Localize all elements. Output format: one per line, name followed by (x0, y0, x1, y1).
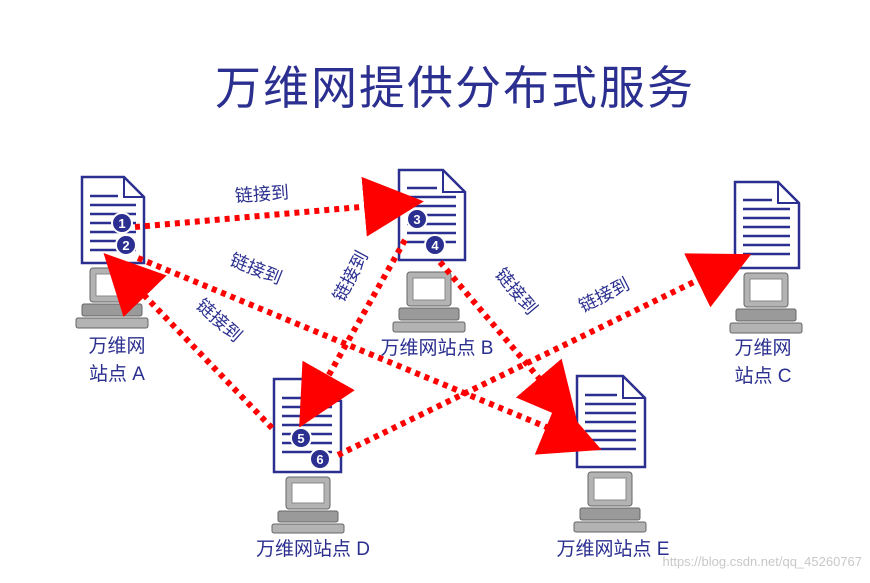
marker-1-label: 1 (118, 216, 125, 231)
marker-4: 4 (424, 234, 446, 256)
computer-e-icon (573, 471, 647, 533)
arrow-d-to-2 (103, 253, 275, 431)
marker-3-label: 3 (413, 212, 420, 227)
link-label-6: 链接到 (576, 274, 634, 317)
site-label-a-line2: 站点 A (89, 364, 145, 385)
marker-1: 1 (111, 212, 133, 234)
computer-a-icon (75, 267, 149, 329)
link-label-3: 链接到 (192, 295, 246, 347)
site-label-d: 万维网站点 D (255, 539, 370, 560)
link-label-5: 链接到 (490, 264, 541, 319)
link-label-1: 链接到 (234, 182, 289, 207)
marker-2-label: 2 (122, 238, 129, 253)
document-c-icon (733, 180, 801, 270)
marker-5: 5 (290, 427, 312, 449)
site-label-a: 万维网 站点 A (72, 333, 162, 389)
arrow-4-to-e (437, 260, 578, 424)
computer-c-icon (729, 272, 803, 334)
watermark: https://blog.csdn.net/qq_45260767 (662, 554, 863, 569)
site-label-c-line2: 站点 C (734, 366, 792, 387)
site-label-a-line1: 万维网 (88, 336, 146, 357)
page-title: 万维网提供分布式服务 (215, 61, 695, 115)
arrow-2-to-e (136, 255, 602, 455)
link-label-4: 链接到 (329, 248, 373, 306)
arrow-3-to-d (299, 238, 408, 428)
arrow-1-to-3 (134, 176, 424, 237)
marker-5-label: 5 (297, 431, 304, 446)
marker-2: 2 (115, 234, 137, 256)
site-label-e: 万维网站点 E (556, 539, 670, 560)
document-e-icon (575, 374, 647, 469)
site-label-b: 万维网站点 B (380, 338, 494, 359)
site-label-c-line1: 万维网 (734, 338, 792, 359)
marker-3: 3 (406, 208, 428, 230)
site-label-c: 万维网 站点 C (718, 335, 808, 391)
computer-b-icon (392, 271, 466, 333)
computer-d-icon (271, 476, 345, 534)
marker-6: 6 (309, 448, 331, 470)
link-label-2: 链接到 (227, 250, 285, 290)
marker-4-label: 4 (431, 238, 439, 253)
marker-6-label: 6 (316, 452, 323, 467)
arrow-6-to-c (336, 253, 752, 458)
